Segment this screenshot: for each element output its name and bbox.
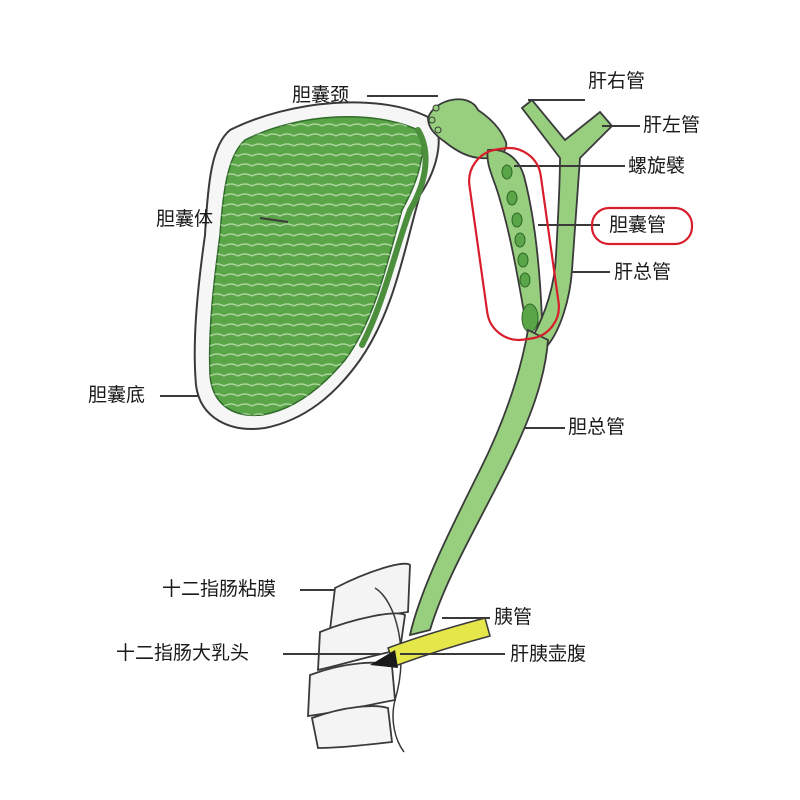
duodenum-wall bbox=[307, 562, 411, 753]
label-gallbladder-body: 胆囊体 bbox=[156, 208, 214, 230]
cystic-duct-label-highlight bbox=[590, 206, 694, 246]
label-spiral-valve: 螺旋襞 bbox=[628, 155, 686, 177]
label-cystic-duct: 胆囊管 bbox=[609, 214, 667, 236]
label-right-hepatic-duct: 肝右管 bbox=[588, 70, 646, 92]
mucosa-folds bbox=[209, 116, 423, 416]
label-common-hepatic-duct: 肝总管 bbox=[614, 261, 672, 283]
label-pancreatic-duct: 胰管 bbox=[494, 606, 533, 628]
label-duodenal-mucosa: 十二指肠粘膜 bbox=[162, 578, 277, 600]
cystic-duct-highlight-ring bbox=[468, 146, 560, 342]
spiral-valve-folds bbox=[501, 164, 539, 333]
label-major-duodenal-papilla: 十二指肠大乳头 bbox=[116, 642, 250, 664]
label-gallbladder-fundus: 胆囊底 bbox=[88, 384, 146, 406]
leader-lines bbox=[160, 95, 640, 655]
papilla-opening bbox=[370, 650, 398, 668]
label-gallbladder-neck: 胆囊颈 bbox=[292, 84, 350, 106]
gallbladder-lining bbox=[359, 127, 429, 348]
label-common-bile-duct: 胆总管 bbox=[568, 416, 626, 438]
label-left-hepatic-duct: 肝左管 bbox=[643, 114, 701, 136]
common-bile-duct-shape bbox=[408, 328, 549, 637]
label-hepatopancreatic-ampulla: 肝胰壶腹 bbox=[510, 643, 587, 665]
